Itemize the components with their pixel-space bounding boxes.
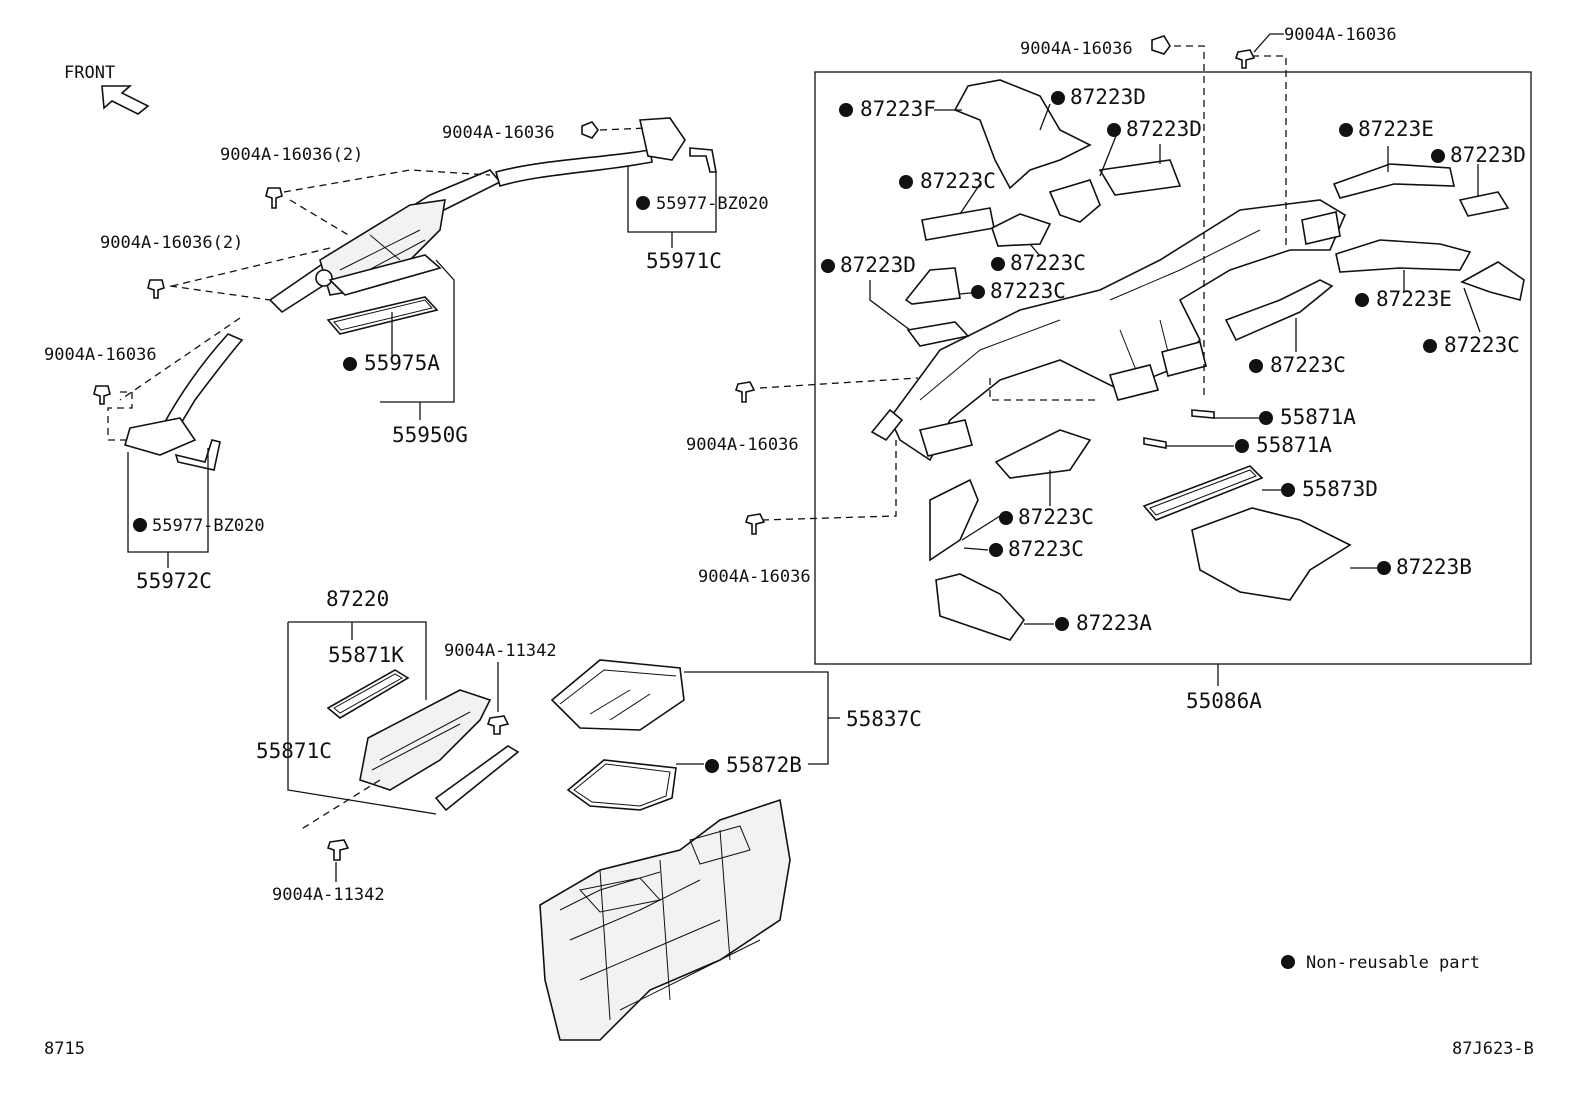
non-reusable-dot-icon bbox=[1423, 339, 1437, 353]
label-55873d: 55873D bbox=[1302, 477, 1378, 501]
label-87223d-2: 87223D bbox=[1126, 117, 1202, 141]
label-55871c: 55871C bbox=[256, 739, 332, 763]
label-9004a-16036-upper: 9004A-16036 bbox=[442, 123, 555, 143]
non-reusable-dot-icon bbox=[1355, 293, 1369, 307]
clip-icon bbox=[734, 35, 1256, 535]
non-reusable-dot-icon bbox=[1281, 483, 1295, 497]
non-reusable-dot-icon bbox=[133, 518, 147, 532]
label-87223c-3: 87223C bbox=[990, 279, 1066, 303]
group-box-55086a bbox=[814, 71, 1532, 665]
footer-left-code: 8715 bbox=[44, 1039, 85, 1059]
air-filter-case-87220 bbox=[287, 621, 520, 861]
center-duct-assembly bbox=[870, 199, 1347, 462]
label-9004a-16036-right-a: 9004A-16036 bbox=[686, 435, 799, 455]
non-reusable-dot-icon bbox=[1377, 561, 1391, 575]
front-arrow-icon bbox=[101, 85, 150, 115]
label-87223b: 87223B bbox=[1396, 555, 1472, 579]
non-reusable-dot-icon bbox=[1051, 91, 1065, 105]
clip-icon bbox=[93, 121, 599, 405]
non-reusable-dot-icon bbox=[636, 196, 650, 210]
non-reusable-dot-icon bbox=[1235, 439, 1249, 453]
label-87223c-2: 87223C bbox=[1010, 251, 1086, 275]
leader-lines-right bbox=[759, 33, 1481, 625]
label-9004a-11342-lower: 9004A-11342 bbox=[272, 885, 385, 905]
label-55950g: 55950G bbox=[392, 423, 468, 447]
non-reusable-dot-icon bbox=[1249, 359, 1263, 373]
label-87223e-2: 87223E bbox=[1376, 287, 1452, 311]
non-reusable-dot-icon bbox=[991, 257, 1005, 271]
label-87220: 87220 bbox=[326, 587, 389, 611]
label-9004a-16036-2-mid: 9004A-16036(2) bbox=[100, 233, 243, 253]
non-reusable-dot-icon bbox=[1431, 149, 1445, 163]
footer-right-code: 87J623-B bbox=[1452, 1039, 1534, 1059]
label-87223e-1: 87223E bbox=[1358, 117, 1434, 141]
non-reusable-dot-icon bbox=[999, 511, 1013, 525]
label-55871k: 55871K bbox=[328, 643, 404, 667]
label-87223d-1: 87223D bbox=[1070, 85, 1146, 109]
hvac-unit bbox=[539, 659, 791, 1041]
label-87223c-7: 87223C bbox=[1008, 537, 1084, 561]
duct-assembly-upper-left bbox=[124, 117, 717, 471]
label-9004a-16036-2-top: 9004A-16036(2) bbox=[220, 145, 363, 165]
label-87223c-5: 87223C bbox=[1270, 353, 1346, 377]
label-9004a-16036-top-b: 9004A-16036 bbox=[1284, 25, 1397, 45]
label-55977-bz020-upper: 55977-BZ020 bbox=[656, 194, 769, 214]
label-87223f: 87223F bbox=[860, 97, 936, 121]
label-87223a: 87223A bbox=[1076, 611, 1152, 635]
label-87223c-4: 87223C bbox=[1444, 333, 1520, 357]
label-55871a-1: 55871A bbox=[1280, 405, 1356, 429]
legend-dot-icon bbox=[1281, 955, 1295, 969]
label-87223c-6: 87223C bbox=[1018, 505, 1094, 529]
label-87223c-1: 87223C bbox=[920, 169, 996, 193]
insulator-pads bbox=[904, 79, 1525, 641]
leader-lines-left bbox=[107, 127, 717, 568]
non-reusable-dot-icon bbox=[1339, 123, 1353, 137]
non-reusable-dot-icon bbox=[1259, 411, 1273, 425]
label-55975a: 55975A bbox=[364, 351, 440, 375]
label-9004a-16036-top-a: 9004A-16036 bbox=[1020, 39, 1133, 59]
label-55977-bz020-lower: 55977-BZ020 bbox=[152, 516, 265, 536]
label-55872b: 55872B bbox=[726, 753, 802, 777]
label-87223d-3: 87223D bbox=[840, 253, 916, 277]
non-reusable-dot-icon bbox=[821, 259, 835, 273]
label-55971c: 55971C bbox=[646, 249, 722, 273]
non-reusable-dot-icon bbox=[705, 759, 719, 773]
label-55086a: 55086A bbox=[1186, 689, 1262, 713]
non-reusable-dot-icon bbox=[839, 103, 853, 117]
non-reusable-dot-icon bbox=[1055, 617, 1069, 631]
legend-text: Non-reusable part bbox=[1306, 953, 1480, 973]
label-55871a-2: 55871A bbox=[1256, 433, 1332, 457]
label-9004a-11342-upper: 9004A-11342 bbox=[444, 641, 557, 661]
label-87223d-4: 87223D bbox=[1450, 143, 1526, 167]
label-9004a-16036-right-b: 9004A-16036 bbox=[698, 567, 811, 587]
label-55972c: 55972C bbox=[136, 569, 212, 593]
non-reusable-dot-icon bbox=[343, 357, 357, 371]
non-reusable-dot-icon bbox=[971, 285, 985, 299]
non-reusable-dot-icon bbox=[899, 175, 913, 189]
non-reusable-dot-icon bbox=[1107, 123, 1121, 137]
front-label: FRONT bbox=[64, 63, 115, 83]
label-55837c: 55837C bbox=[846, 707, 922, 731]
non-reusable-dot-icon bbox=[989, 543, 1003, 557]
label-9004a-16036-left: 9004A-16036 bbox=[44, 345, 157, 365]
